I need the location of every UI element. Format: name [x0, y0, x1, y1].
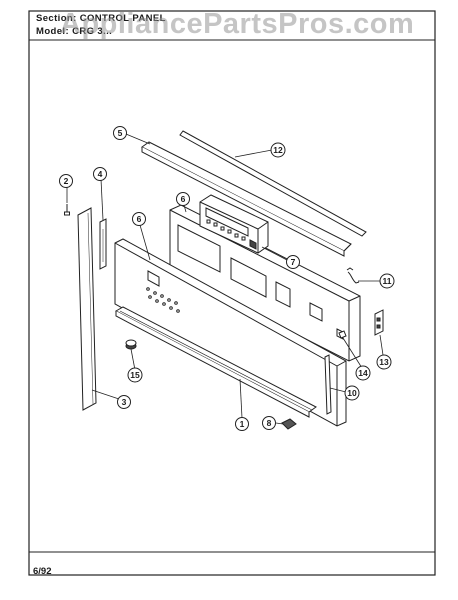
part-12-trim-strip [179, 130, 367, 237]
svg-text:13: 13 [379, 357, 389, 367]
svg-text:2: 2 [64, 176, 69, 186]
svg-text:7: 7 [291, 257, 296, 267]
callout-4: 4 [93, 167, 107, 181]
callout-11: 11 [379, 273, 395, 289]
callout-5: 5 [113, 126, 127, 140]
part-2-screw [64, 204, 70, 216]
section-label: Section: [36, 13, 77, 24]
leader-lines [66, 133, 384, 425]
part-3-side-trim [77, 207, 97, 411]
svg-text:14: 14 [358, 368, 368, 378]
svg-text:8: 8 [267, 418, 272, 428]
callout-14: 14 [355, 365, 371, 381]
callout-2: 2 [59, 174, 73, 188]
part-13-switch [374, 309, 384, 336]
part-11-wire [346, 267, 360, 284]
model-label: Model: [36, 26, 70, 37]
svg-text:6: 6 [137, 214, 142, 224]
callout-7: 7 [286, 255, 300, 269]
section-heading: Section: CONTROL PANEL [36, 13, 166, 24]
svg-text:3: 3 [122, 397, 127, 407]
svg-text:4: 4 [98, 169, 103, 179]
callout-1: 1 [235, 417, 249, 431]
part-14-clip [338, 330, 347, 339]
part-10-strip [324, 354, 332, 415]
part-4-bracket [99, 218, 107, 270]
svg-text:12: 12 [273, 145, 283, 155]
callout-13: 13 [376, 354, 392, 370]
svg-text:6: 6 [181, 194, 186, 204]
date-code: 6/92 [33, 566, 52, 577]
svg-text:5: 5 [118, 128, 123, 138]
svg-text:15: 15 [130, 370, 140, 380]
model-heading: Model: CRG 3... [36, 26, 112, 37]
page-frame [28, 10, 436, 576]
svg-text:1: 1 [240, 419, 245, 429]
callout-10: 10 [344, 385, 360, 401]
callout-6-lower: 6 [132, 212, 146, 226]
callout-15: 15 [127, 367, 143, 383]
section-value: CONTROL PANEL [79, 13, 166, 24]
part-7-electronic-control [199, 194, 269, 254]
part-8-connector [281, 418, 297, 430]
svg-text:10: 10 [347, 388, 357, 398]
part-1-bottom-trim [114, 306, 317, 418]
callout-8: 8 [262, 416, 276, 430]
callout-6-upper: 6 [176, 192, 190, 206]
part-5-top-cover [141, 141, 352, 257]
callout-3: 3 [117, 395, 131, 409]
part-9-control-panel [114, 238, 347, 427]
callout-12: 12 [270, 142, 286, 158]
model-value: CRG 3... [72, 26, 113, 37]
svg-text:11: 11 [383, 276, 392, 286]
part-15-knob [125, 339, 137, 350]
